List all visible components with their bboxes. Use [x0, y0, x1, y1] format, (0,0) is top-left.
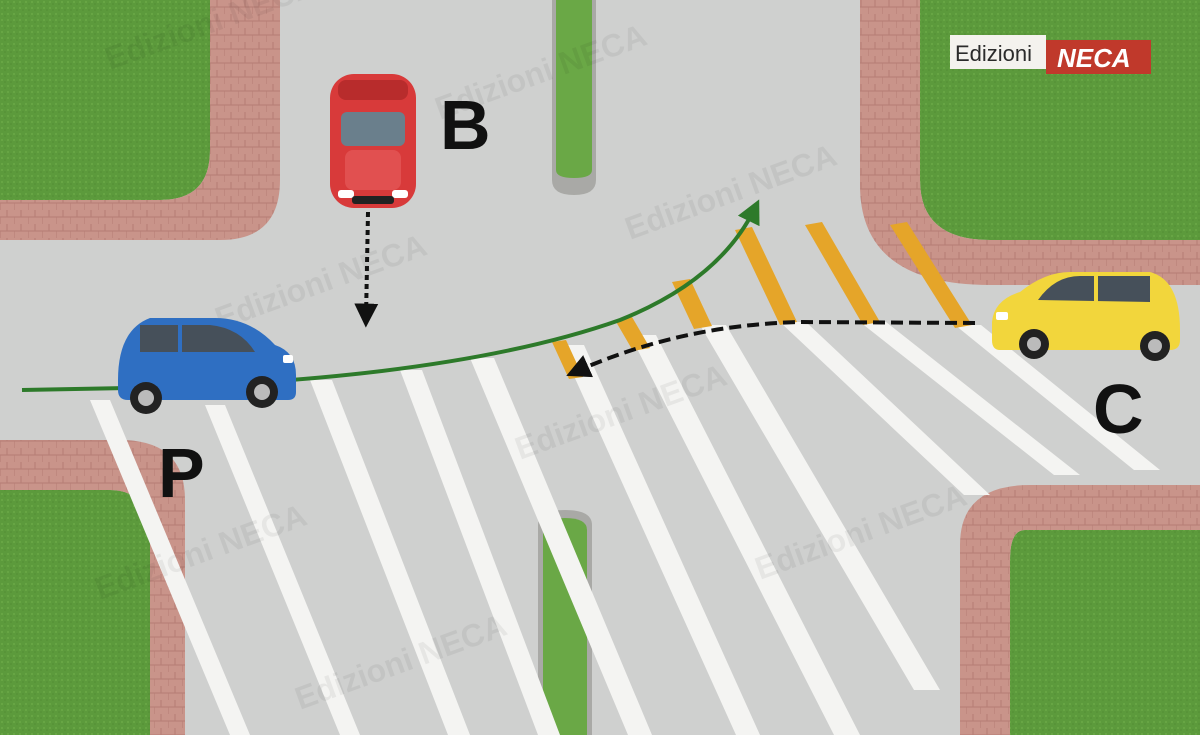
- publisher-logo: Edizioni NECA: [950, 35, 1151, 74]
- logo-neca-text: NECA: [1057, 43, 1131, 73]
- label-car-c: C: [1093, 370, 1144, 448]
- crosswalk-yellow: [552, 222, 972, 379]
- car-c: [992, 272, 1180, 361]
- logo-edizioni-text: Edizioni: [955, 41, 1032, 66]
- medians: [538, 0, 596, 735]
- car-b: [330, 74, 416, 208]
- label-car-p: P: [158, 434, 205, 512]
- label-car-b: B: [440, 86, 491, 164]
- crosswalk-white: [90, 322, 1160, 735]
- car-p: [118, 318, 296, 414]
